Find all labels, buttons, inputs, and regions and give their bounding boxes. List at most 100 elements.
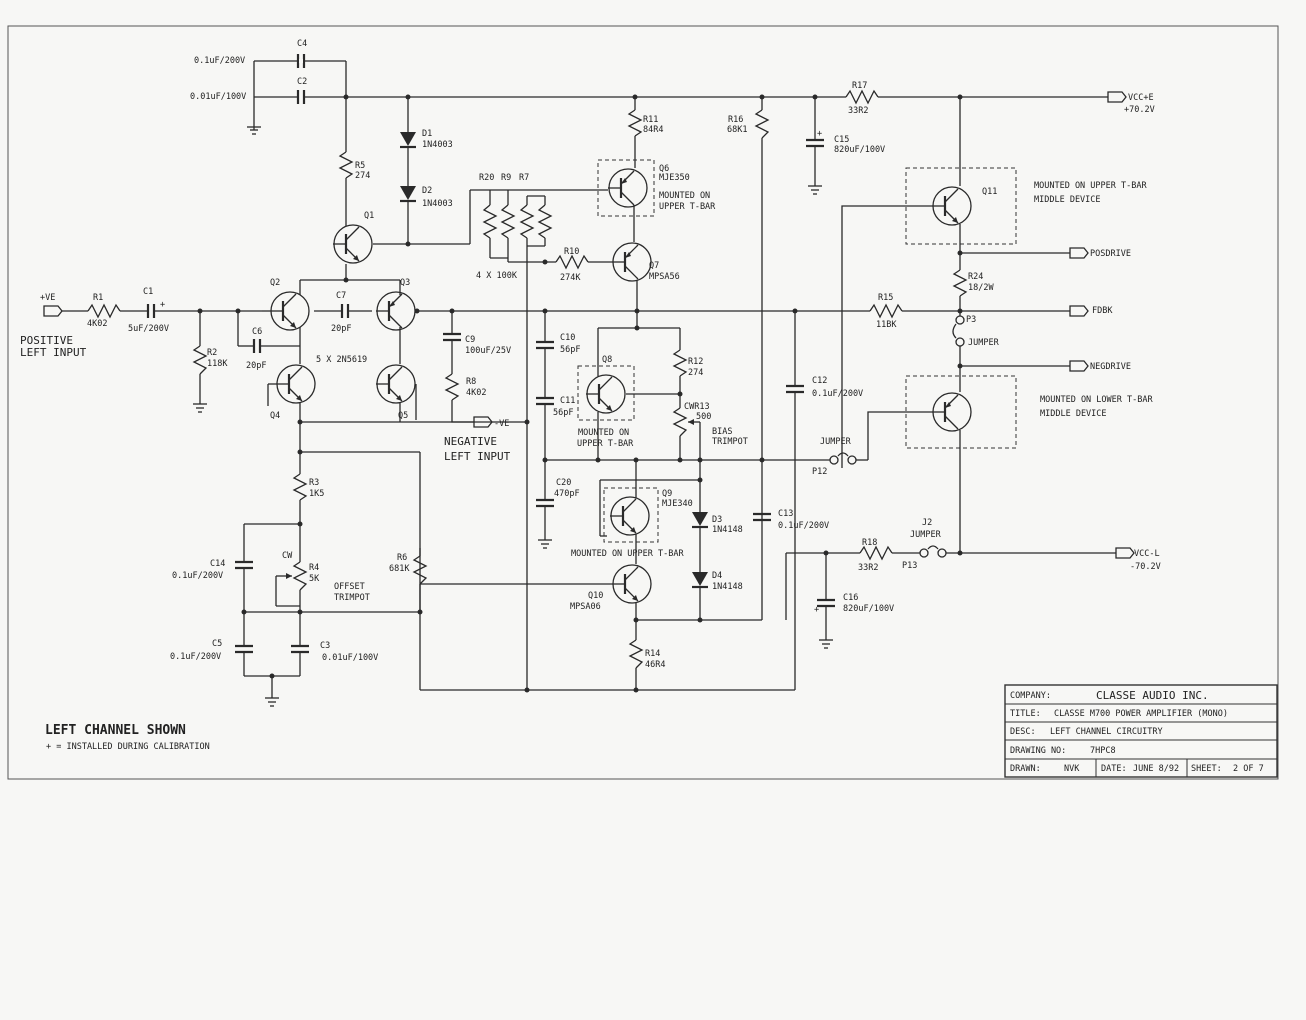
cap-c4: C4 0.1uF/200V bbox=[194, 39, 307, 68]
q11-note-2: MIDDLE DEVICE bbox=[1034, 195, 1101, 205]
q11-heatsink-outline bbox=[905, 167, 1017, 245]
drawing-value: 7HPC8 bbox=[1090, 746, 1116, 756]
jumper-p12: JUMPER P12 bbox=[700, 437, 868, 477]
cap-c9: C9 100uF/25V bbox=[443, 311, 511, 374]
company-value: CLASSE AUDIO INC. bbox=[1096, 689, 1209, 702]
posdrive-connector bbox=[1069, 247, 1089, 259]
transistor-q8 bbox=[584, 373, 627, 415]
resistor-r5: R5 274 bbox=[338, 97, 370, 226]
c3-ref: C3 bbox=[320, 641, 330, 651]
cap-c12: C12 0.1uF/200V bbox=[786, 311, 863, 690]
r1-ref: R1 bbox=[93, 293, 103, 303]
transistor-q3 bbox=[374, 290, 417, 332]
p12-ref: P12 bbox=[812, 467, 827, 477]
q9-heatsink-outline bbox=[603, 487, 659, 543]
c14-ref: C14 bbox=[210, 559, 225, 569]
j2-ref: J2 bbox=[922, 518, 932, 528]
c1-ref: C1 bbox=[143, 287, 153, 297]
q8-ref: Q8 bbox=[602, 355, 612, 365]
title-block: COMPANY: CLASSE AUDIO INC. TITLE: CLASSE… bbox=[1004, 684, 1278, 778]
transistor-q7 bbox=[610, 241, 653, 283]
r14-value: 46R4 bbox=[645, 660, 665, 670]
cap-c20: C20 470pF bbox=[536, 460, 580, 549]
resistor-r11: R11 84R4 bbox=[627, 97, 663, 168]
c11-value: 56pF bbox=[553, 408, 573, 418]
sheet-label: SHEET: bbox=[1191, 764, 1222, 774]
c16-value: 820uF/100V bbox=[843, 604, 894, 614]
j2-pin: P13 bbox=[902, 561, 917, 571]
c13-ref: C13 bbox=[778, 509, 793, 519]
c12-ref: C12 bbox=[812, 376, 827, 386]
jumper-p3: P3 JUMPER bbox=[952, 315, 1000, 392]
c7-ref: C7 bbox=[336, 291, 346, 301]
q8-note-1: MOUNTED ON bbox=[578, 428, 629, 438]
q8-heatsink-outline bbox=[577, 365, 635, 421]
r13-note-1: BIAS bbox=[712, 427, 732, 437]
vcc-pos-voltage: +70.2V bbox=[1124, 105, 1155, 115]
neg-input-tag: -VE bbox=[494, 419, 509, 429]
q6-note-2: UPPER T-BAR bbox=[659, 202, 716, 212]
c14-value: 0.1uF/200V bbox=[172, 571, 223, 581]
date-value: JUNE 8/92 bbox=[1133, 764, 1179, 774]
q8-note-2: UPPER T-BAR bbox=[577, 439, 634, 449]
r24-value: 18/2W bbox=[968, 283, 994, 293]
diode-d3: D3 1N4148 bbox=[692, 460, 743, 572]
q11-ref: Q11 bbox=[982, 187, 997, 197]
r15-ref: R15 bbox=[878, 293, 893, 303]
r13-value: 500 bbox=[696, 412, 711, 422]
cap-c15: + C15 820uF/100V bbox=[806, 97, 885, 195]
q9-value: MJE340 bbox=[662, 499, 693, 509]
r20-ref: R20 bbox=[479, 173, 494, 183]
c10-ref: C10 bbox=[560, 333, 575, 343]
q4-ref: Q4 bbox=[270, 411, 280, 421]
resistor-r3: R3 1K5 bbox=[292, 473, 324, 524]
cap-c2: C2 0.01uF/100V bbox=[190, 77, 307, 104]
c2-ref: C2 bbox=[297, 77, 307, 87]
r5-value: 274 bbox=[355, 171, 370, 181]
title-label: TITLE: bbox=[1010, 709, 1041, 719]
r12-value: 274 bbox=[688, 368, 703, 378]
q9-ref: Q9 bbox=[662, 489, 672, 499]
c16-pol: + bbox=[814, 605, 819, 615]
fdbk-label: FDBK bbox=[1092, 306, 1113, 316]
vcc-pos-net: VCC+E bbox=[1128, 93, 1154, 103]
q3-ref: Q3 bbox=[400, 278, 410, 288]
r18-value: 33R2 bbox=[858, 563, 878, 573]
date-label: DATE: bbox=[1101, 764, 1127, 774]
r4-value: 5K bbox=[309, 574, 320, 584]
desc-value: LEFT CHANNEL CIRCUITRY bbox=[1050, 727, 1163, 737]
junction-dots bbox=[197, 94, 963, 693]
resistor-r10: R10 274K bbox=[555, 247, 612, 283]
c13-value: 0.1uF/200V bbox=[778, 521, 829, 531]
r24-ref: R24 bbox=[968, 272, 983, 282]
d2-value: 1N4003 bbox=[422, 199, 453, 209]
drawn-label: DRAWN: bbox=[1010, 764, 1041, 774]
r18-ref: R18 bbox=[862, 538, 877, 548]
d3-ref: D3 bbox=[712, 515, 722, 525]
c6-ref: C6 bbox=[252, 327, 262, 337]
r11-ref: R11 bbox=[643, 115, 658, 125]
r9-ref: R9 bbox=[501, 173, 511, 183]
p12-value: JUMPER bbox=[820, 437, 852, 447]
resistor-r8: R8 4K02 -VE bbox=[444, 373, 509, 429]
r7-ref: R7 bbox=[519, 173, 529, 183]
c9-ref: C9 bbox=[465, 335, 475, 345]
negdrive-connector bbox=[1069, 360, 1089, 372]
resistor-r16: R16 68K1 bbox=[727, 97, 770, 620]
r14-ref: R14 bbox=[645, 649, 660, 659]
resistor-r2: R2 118K bbox=[192, 311, 228, 413]
r16-value: 68K1 bbox=[727, 125, 747, 135]
resistor-r12: R12 274 bbox=[672, 328, 703, 408]
channel-note: LEFT CHANNEL SHOWN bbox=[45, 723, 186, 738]
trimpot-r13: CWR13 500 BIAS TRIMPOT bbox=[672, 402, 748, 460]
r3-value: 1K5 bbox=[309, 489, 324, 499]
d4-value: 1N4148 bbox=[712, 582, 743, 592]
r16-ref: R16 bbox=[728, 115, 743, 125]
q6-heatsink-outline bbox=[597, 159, 655, 217]
pos-input-label-2: LEFT INPUT bbox=[20, 346, 87, 359]
drawn-value: NVK bbox=[1064, 764, 1080, 774]
c9-value: 100uF/25V bbox=[465, 346, 511, 356]
c5-ref: C5 bbox=[212, 639, 222, 649]
r2-value: 118K bbox=[207, 359, 228, 369]
q9-note: MOUNTED ON UPPER T-BAR bbox=[571, 549, 684, 559]
